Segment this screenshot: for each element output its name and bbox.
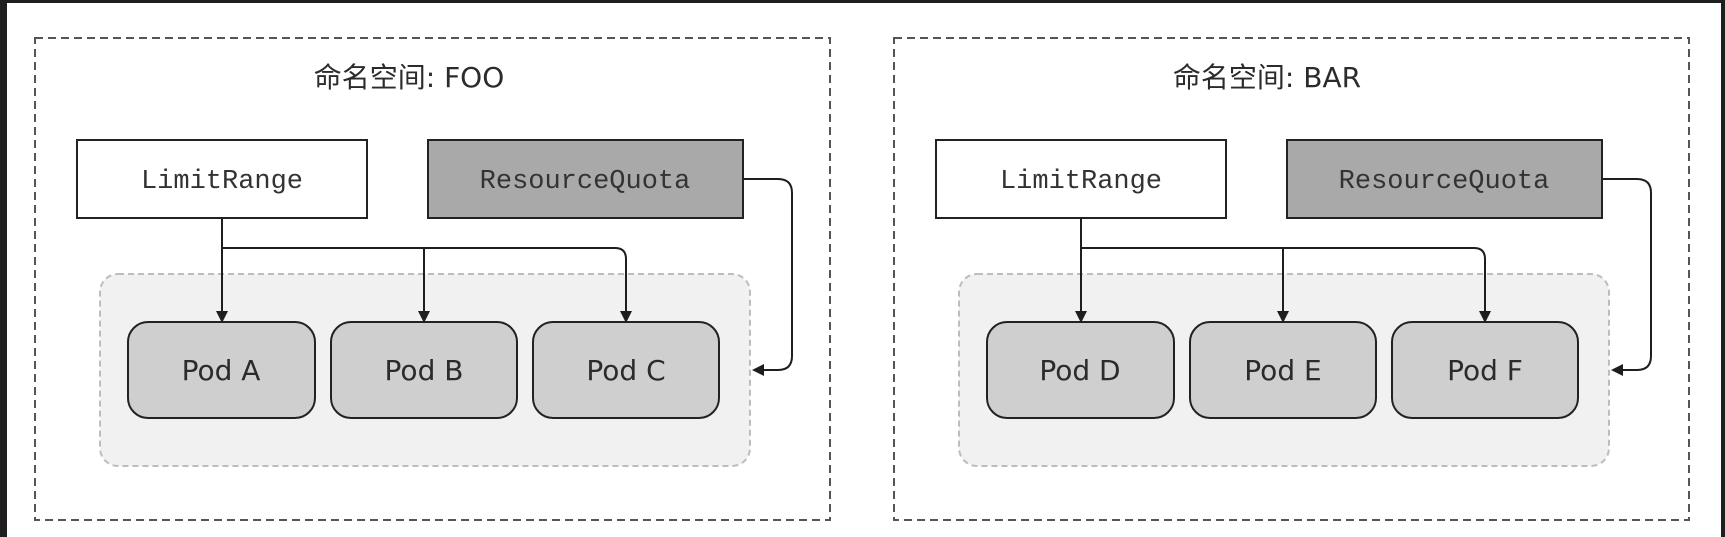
limitrange-label-foo: LimitRange [141,167,303,197]
top-edge-bar [0,0,1725,3]
pod-label-c: Pod C [586,354,665,387]
namespace-foo: 命名空间: FOO LimitRange ResourceQuota Pod A… [34,37,831,521]
pod-label-e: Pod E [1244,354,1321,387]
resourcequota-box-foo [427,139,744,219]
limitrange-box-bar [935,139,1227,219]
pod-label-a: Pod A [182,354,261,387]
namespace-foo-title: 命名空间: FOO [314,61,505,94]
pod-label-b: Pod B [385,354,464,387]
resourcequota-arrow-pod-group-foo [743,178,793,376]
namespace-bar: 命名空间: BAR LimitRange ResourceQuota Pod D… [893,37,1690,521]
pod-label-f: Pod F [1447,354,1523,387]
resourcequota-arrow-pod-group-bar [1602,178,1652,376]
right-edge-bar [1721,0,1725,537]
left-edge-bar [0,0,7,537]
namespace-foo-border [34,37,831,521]
resourcequota-label-bar: ResourceQuota [1339,167,1550,197]
pod-label-d: Pod D [1039,354,1120,387]
namespace-bar-border [893,37,1690,521]
limitrange-label-bar: LimitRange [1000,167,1162,197]
namespace-bar-title: 命名空间: BAR [1173,61,1361,94]
resourcequota-label-foo: ResourceQuota [480,167,691,197]
limitrange-arrow-pod-f [1283,247,1491,323]
limitrange-arrow-pod-c [424,247,632,323]
